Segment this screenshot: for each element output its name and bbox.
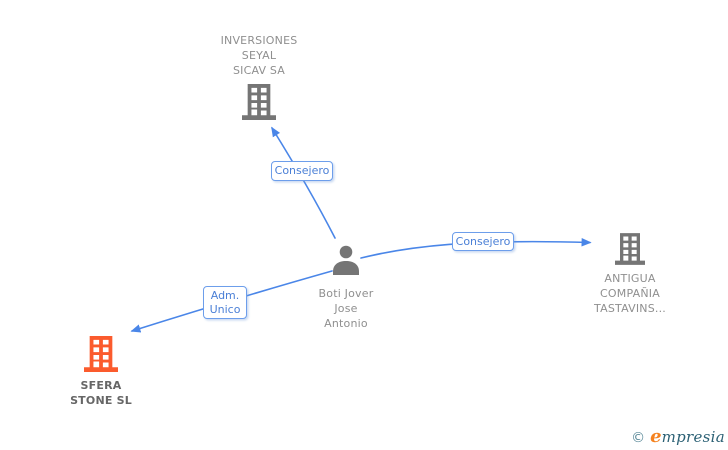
empresia-logo[interactable]: © empresia <box>631 426 725 447</box>
building-icon <box>615 233 645 265</box>
company-name-line: TASTAVINS... <box>594 302 666 315</box>
relation-label-consejero-2: Consejero <box>452 232 514 251</box>
relation-label-text: Consejero <box>455 234 511 248</box>
company-node-sfera[interactable]: SFERA STONE SL <box>41 336 161 408</box>
company-name: SFERA STONE SL <box>41 378 161 408</box>
company-node-inversiones[interactable]: INVERSIONES SEYAL SICAV SA <box>199 33 319 120</box>
relation-label-text: Consejero <box>274 164 330 177</box>
company-name-line: COMPAÑIA <box>600 287 660 300</box>
company-name-line: INVERSIONES <box>220 34 298 47</box>
relation-label-adm-unico: Adm. Unico <box>203 286 247 319</box>
building-icon <box>84 336 118 372</box>
person-icon <box>333 245 359 275</box>
company-name: INVERSIONES SEYAL SICAV SA <box>199 33 319 78</box>
company-node-antigua[interactable]: ANTIGUA COMPAÑIA TASTAVINS... <box>570 233 690 316</box>
company-name-line: SICAV SA <box>232 64 286 77</box>
empresia-wordmark: empresia <box>650 426 725 447</box>
person-name-line: Boti Jover <box>318 287 374 300</box>
company-name-line: SEYAL <box>241 49 277 62</box>
person-node[interactable]: Boti Jover Jose Antonio <box>288 245 404 331</box>
relation-label-text: Adm. <box>210 288 240 302</box>
person-name-line: Antonio <box>324 317 368 330</box>
relation-label-consejero-1: Consejero <box>271 161 333 181</box>
company-name-line: STONE SL <box>70 394 132 407</box>
empresia-e: e <box>650 426 662 447</box>
building-icon <box>242 84 276 120</box>
copyright-icon: © <box>631 430 646 446</box>
person-name: Boti Jover Jose Antonio <box>288 286 404 331</box>
empresia-rest: mpresia <box>661 428 725 446</box>
company-name-line: SFERA <box>80 379 122 392</box>
company-name: ANTIGUA COMPAÑIA TASTAVINS... <box>570 271 690 316</box>
company-name-line: ANTIGUA <box>604 272 656 285</box>
arrow-person-to-antigua <box>360 238 592 259</box>
person-name-line: Jose <box>334 302 358 315</box>
relation-label-text: Unico <box>209 302 241 316</box>
arrow-person-to-inversiones <box>271 126 336 239</box>
